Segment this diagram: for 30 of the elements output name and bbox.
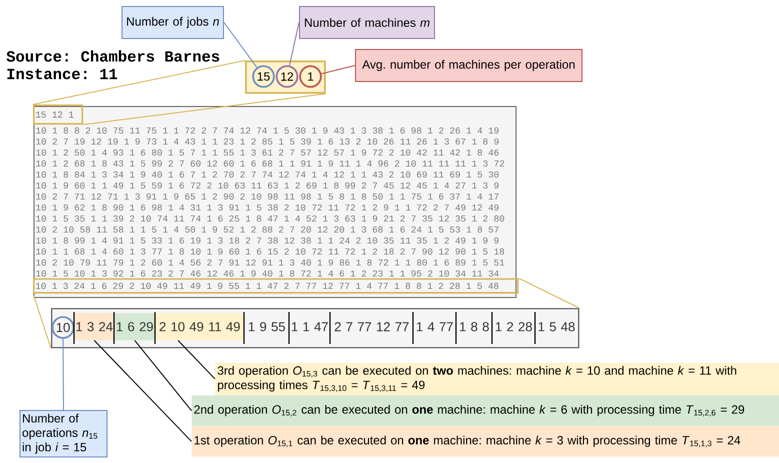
operation-segment: 1 6 29 (114, 313, 156, 340)
zoom-line (518, 278, 580, 308)
leader-line (320, 65, 356, 74)
source-text: Source: Chambers Barnes (6, 50, 220, 62)
operation-label: 1 4 77 (416, 322, 453, 332)
callout-box: Number of machines m (299, 6, 435, 39)
callout-box: Number of operations n$_{15}$ in job i = 15 (20, 410, 108, 458)
zoom-line (32, 60, 246, 105)
leader-line (134, 340, 192, 412)
leader-line (94, 340, 192, 442)
leader-line (178, 340, 216, 380)
annotation-band: 2nd operation O$_{15,2}$ can be executed on one machine: machine k = 6 with processing time T$_{15,2,6}$ = 29 (192, 395, 779, 426)
leader-line (224, 22, 258, 68)
instance-text: Instance: 11 (7, 68, 118, 80)
operation-label: 1 5 48 (538, 322, 575, 332)
leader-line (288, 22, 300, 66)
operation-label: 1 9 55 (248, 322, 285, 332)
zoom-line (82, 93, 326, 126)
operation-segment: 1 3 24 (74, 313, 114, 340)
operation-label: 1 1 47 (292, 322, 328, 332)
callout-box: Avg. number of machines per operation (355, 49, 582, 82)
zoom-line (32, 293, 52, 349)
operation-label: 2 7 77 12 77 (334, 322, 409, 332)
callout-box: Number of jobs n (122, 6, 224, 39)
operation-label: 1 8 8 (460, 322, 489, 332)
operation-segment: 2 10 49 11 49 (155, 313, 244, 340)
annotation-band: 1st operation O$_{15,1}$ can be executed on one machine: machine k = 3 with processing time T$_{15,1,3}$ = 24 (192, 426, 779, 457)
operation-label: 1 2 28 (496, 322, 532, 332)
leader-line (62, 338, 64, 410)
annotation-band: 3rd operation O$_{15,3}$ can be executed on two machines: machine k = 10 and machine k = 11 with processing times T$_{15,3,10}$ = T$_{15,3,11}$ = 49 (215, 362, 779, 396)
